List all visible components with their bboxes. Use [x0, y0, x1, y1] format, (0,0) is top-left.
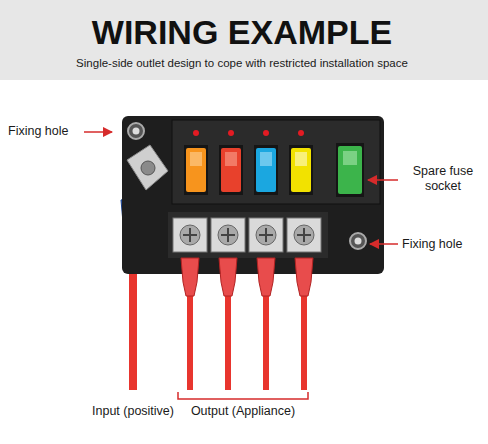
terminal-strip [168, 212, 328, 258]
led [263, 130, 269, 136]
wire-label: Output (Appliance) [188, 404, 298, 419]
led [228, 130, 234, 136]
fuse-window [343, 151, 357, 165]
fuse-slot [254, 145, 278, 195]
fuse-panel [172, 120, 380, 204]
output-wires [187, 292, 307, 390]
output-wire [225, 292, 231, 390]
output-wire [187, 292, 193, 390]
led [193, 130, 199, 136]
fuse [221, 148, 241, 192]
title: WIRING EXAMPLE [0, 12, 486, 53]
crimp-terminals [181, 258, 313, 296]
crimp-terminal [295, 258, 313, 296]
subtitle: Single-side outlet design to cope with r… [0, 57, 486, 71]
spare-fuse [338, 146, 362, 194]
fuse [186, 148, 206, 192]
fuse-slot [336, 143, 364, 197]
output-bracket [178, 392, 308, 399]
fuse-block [122, 116, 384, 274]
leader-line [84, 131, 112, 133]
output-wire [263, 292, 269, 390]
fuse-window [190, 152, 202, 166]
fixing-hole [355, 238, 362, 245]
screw-terminals [173, 218, 321, 252]
screw-slot [183, 228, 311, 242]
crimp-terminal [219, 258, 237, 296]
callout-label: Spare fuse socket [402, 164, 484, 194]
callout-label: Fixing hole [8, 124, 82, 139]
fuse-slot [289, 145, 313, 195]
fixing-hole [350, 233, 366, 249]
output-wire [301, 292, 307, 390]
input-wire [129, 262, 137, 390]
leader-line [370, 243, 398, 245]
fuse-window [260, 152, 272, 166]
leader-line [368, 179, 398, 181]
fixing-hole [133, 128, 140, 135]
crimp-terminal [181, 258, 199, 296]
fuse-slot [219, 145, 243, 195]
fuse [291, 148, 311, 192]
input-stud [127, 145, 168, 190]
fuse [256, 148, 276, 192]
led [298, 130, 304, 136]
crimp-terminal [257, 258, 275, 296]
callout-label: Fixing hole [402, 237, 482, 252]
stud-nut [141, 161, 155, 175]
wire-label: Input (positive) [88, 404, 178, 419]
fuse-window [225, 152, 237, 166]
fixing-hole [128, 123, 144, 139]
fuse-slot [184, 145, 208, 195]
fuses [184, 130, 364, 197]
fuse-window [295, 152, 307, 166]
